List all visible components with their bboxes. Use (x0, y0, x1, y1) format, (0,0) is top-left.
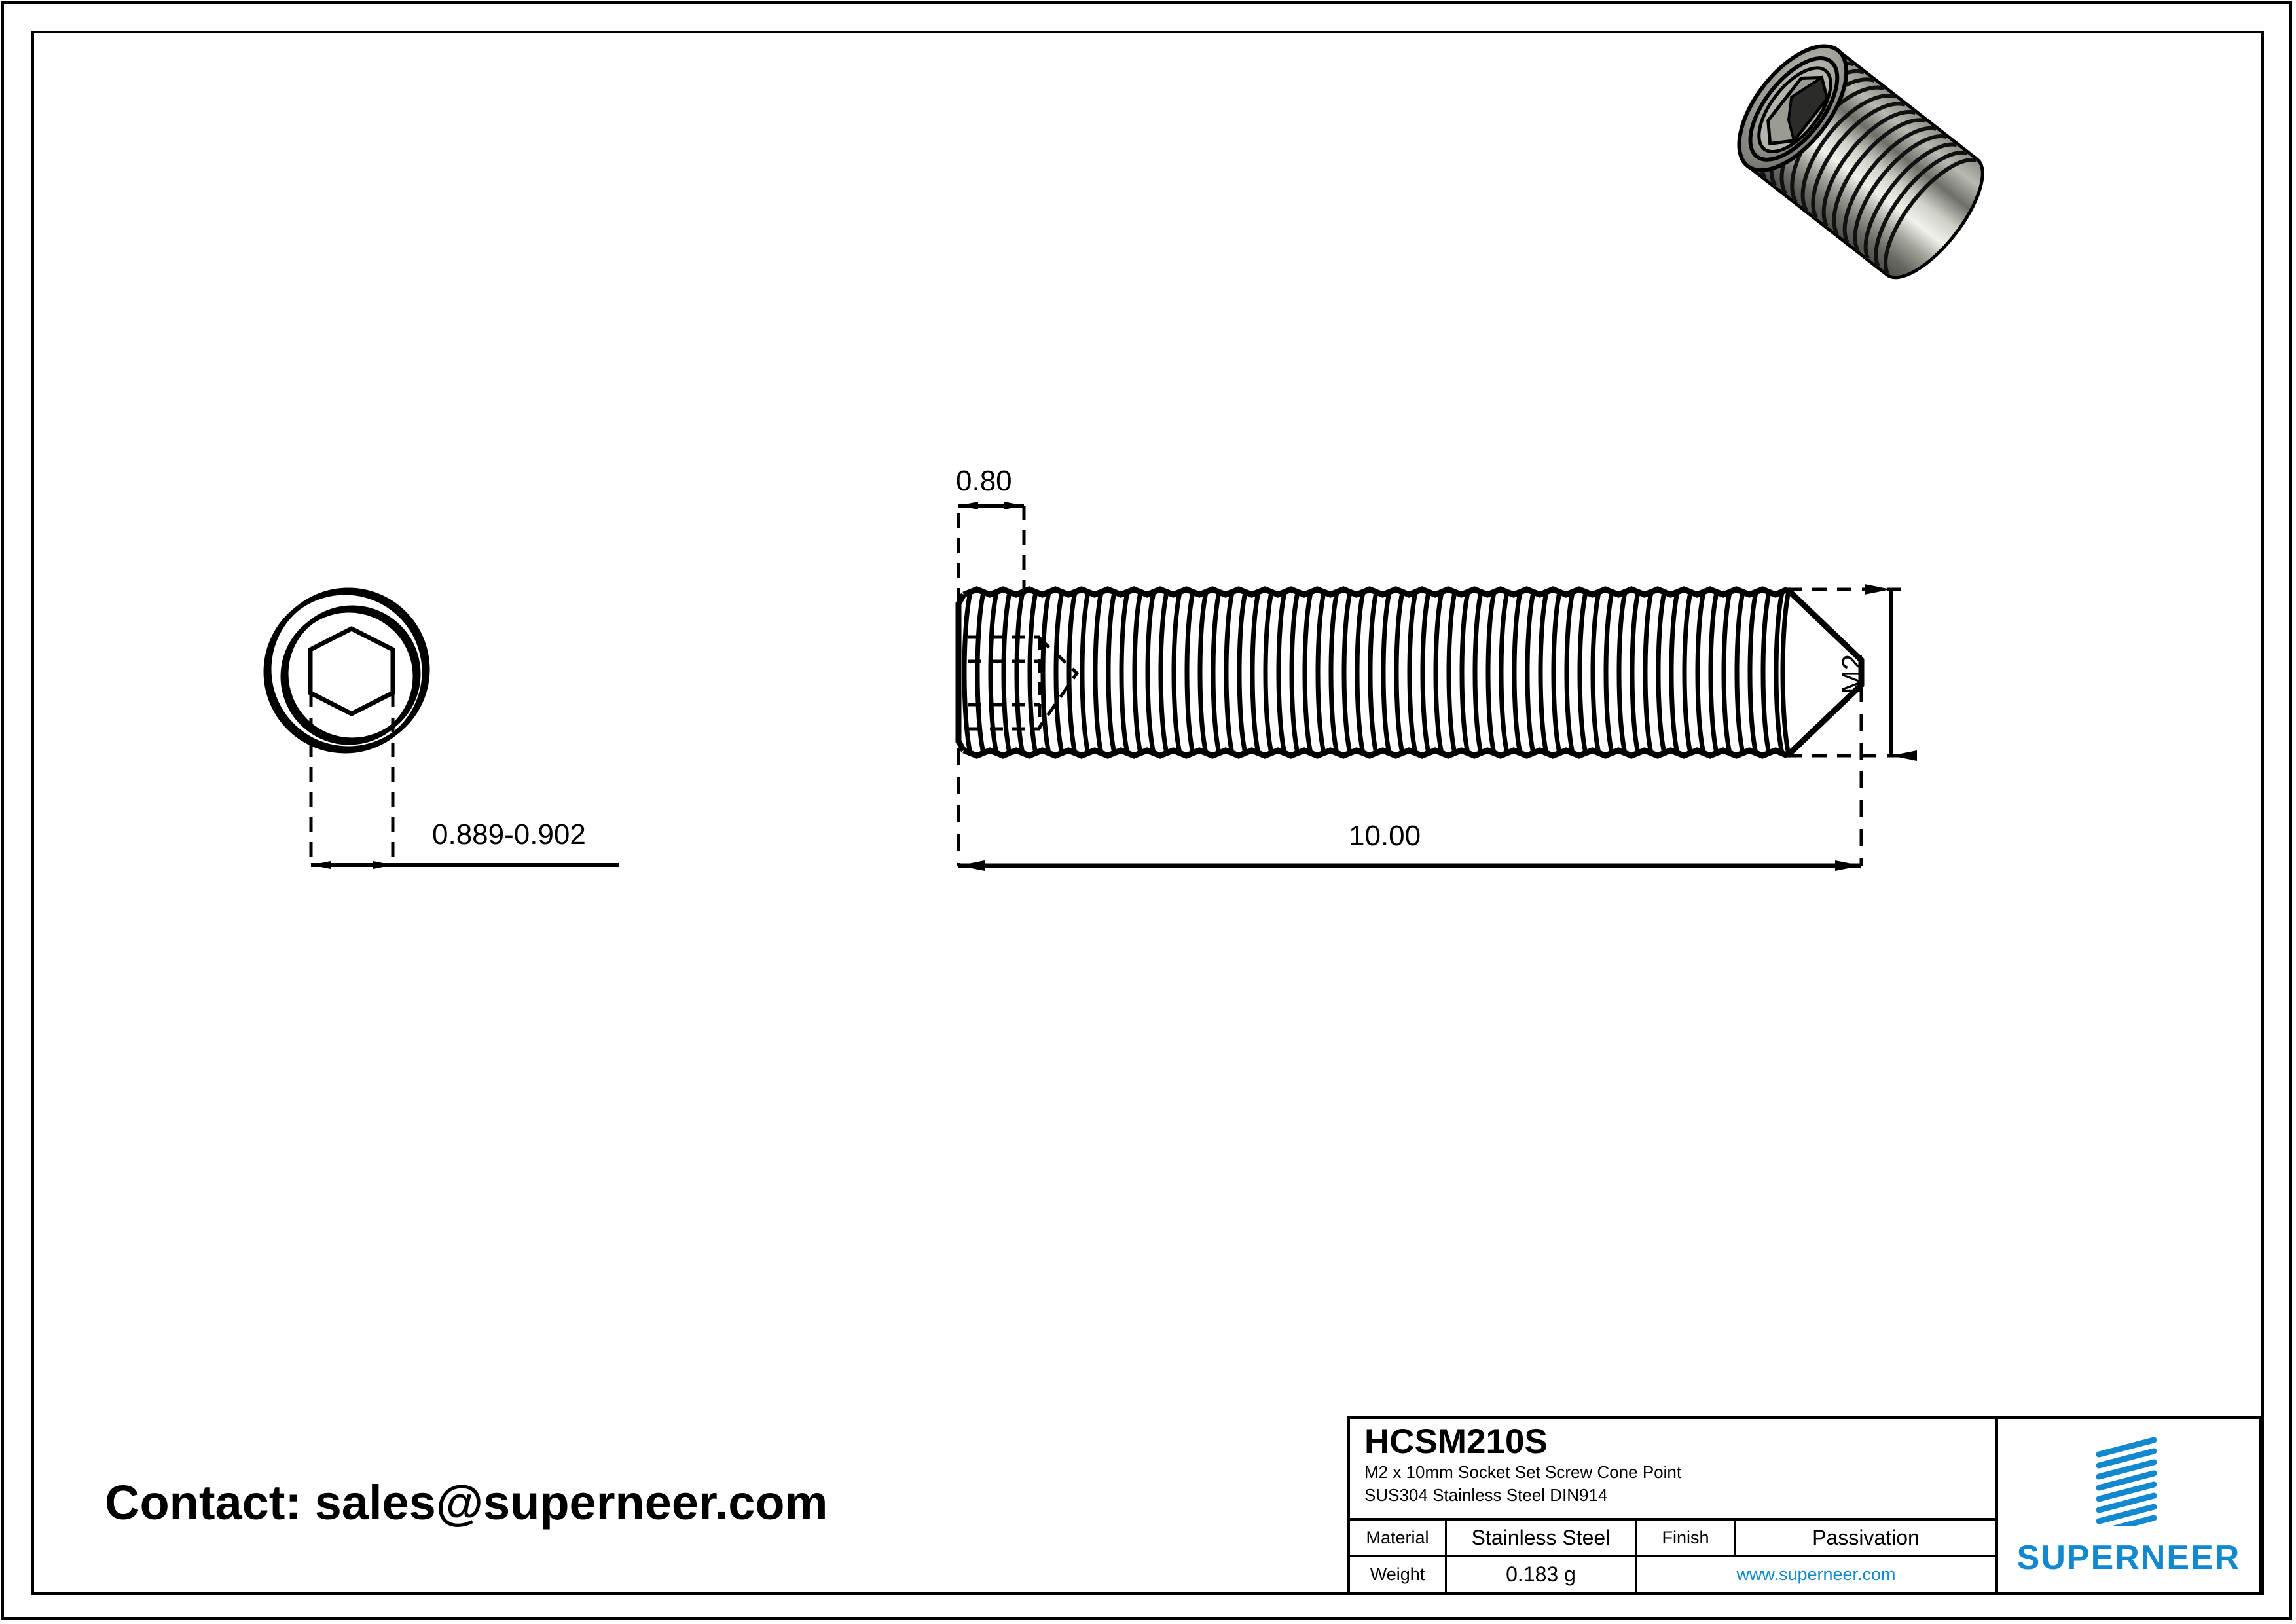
spec-table: Material Stainless Steel Finish Passivat… (1350, 1521, 1995, 1592)
table-row: Material Stainless Steel Finish Passivat… (1350, 1521, 1995, 1557)
material-label: Material (1350, 1521, 1447, 1555)
dimension-label-overall-length: 10.00 (1349, 820, 1421, 852)
table-row: Weight 0.183 g www.superneer.com (1350, 1557, 1995, 1592)
description-line-1: M2 x 10mm Socket Set Screw Cone Point (1364, 1462, 1682, 1482)
material-value: Stainless Steel (1447, 1521, 1637, 1555)
dimension-label-socket-depth: 0.80 (956, 465, 1012, 497)
title-block-description: HCSM210S M2 x 10mm Socket Set Screw Cone… (1350, 1419, 1995, 1521)
sheet-inner-border (31, 31, 2264, 1595)
description-line-2: SUS304 Stainless Steel DIN914 (1364, 1485, 1608, 1505)
website-cell[interactable]: www.superneer.com (1637, 1557, 1995, 1592)
title-block: HCSM210S M2 x 10mm Socket Set Screw Cone… (1347, 1416, 2262, 1595)
superneer-logo-icon (2096, 1437, 2157, 1526)
brand-wordmark: SUPERNEER (2016, 1539, 2241, 1577)
title-block-main: HCSM210S M2 x 10mm Socket Set Screw Cone… (1350, 1419, 1998, 1592)
dimension-label-socket-width: 0.889-0.902 (432, 819, 586, 851)
dimension-label-thread-size: M2 (1836, 654, 1868, 694)
weight-label: Weight (1350, 1557, 1447, 1592)
contact-email-text: Contact: sales@superneer.com (105, 1475, 828, 1530)
weight-value: 0.183 g (1447, 1557, 1637, 1592)
finish-label: Finish (1637, 1521, 1736, 1555)
website-link[interactable]: www.superneer.com (1736, 1564, 1896, 1584)
finish-value: Passivation (1812, 1526, 1920, 1549)
brand-panel: SUPERNEER (1998, 1419, 2259, 1592)
part-number: HCSM210S (1364, 1422, 1548, 1461)
